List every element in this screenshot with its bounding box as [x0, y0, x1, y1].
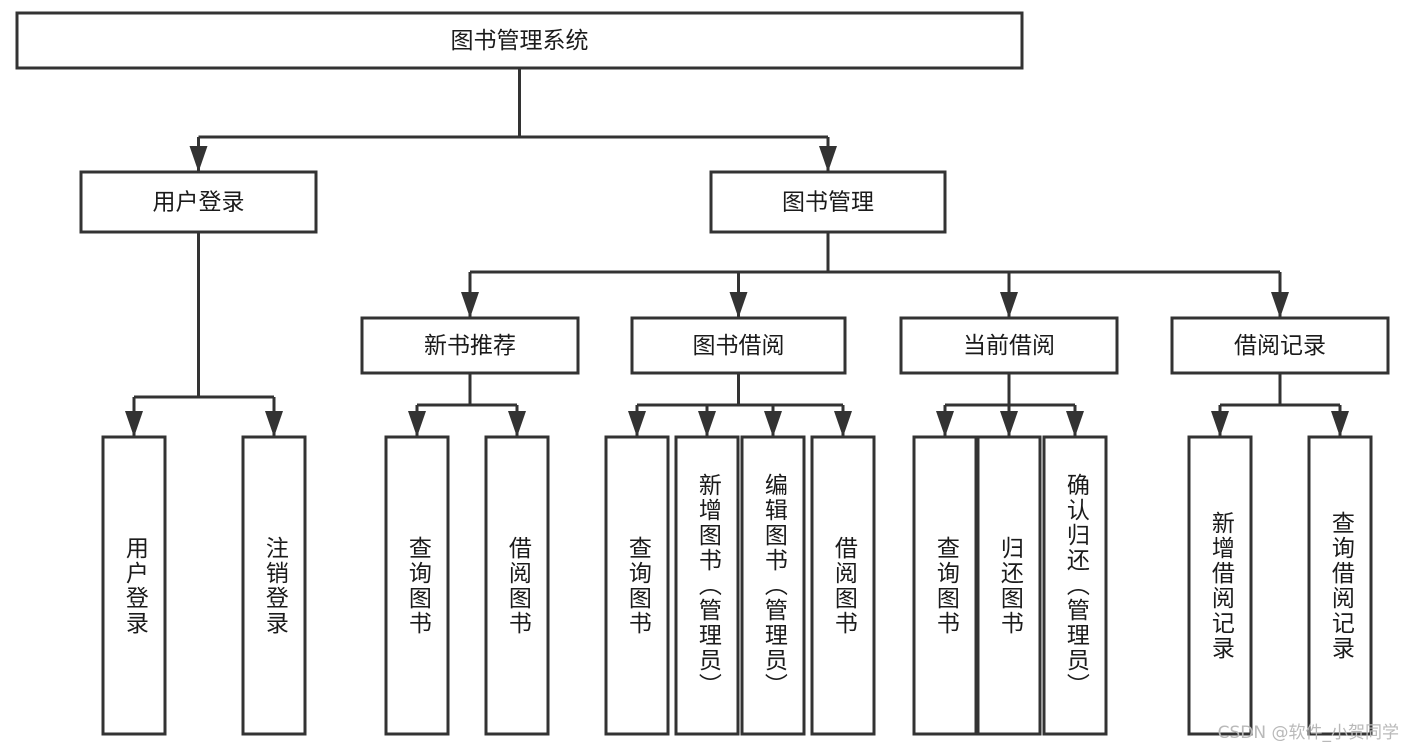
- level3-node-label: 新书推荐: [424, 333, 516, 359]
- level2-node-box[interactable]: [79, 170, 318, 234]
- edges-layer: [125, 68, 1349, 437]
- leaf-node-box[interactable]: [384, 435, 450, 736]
- arrow-head-icon: [764, 411, 782, 437]
- leaf-node-box[interactable]: [1187, 435, 1253, 736]
- arrow-head-icon: [698, 411, 716, 437]
- watermark-text: CSDN @软件_小贺同学: [1217, 723, 1399, 743]
- arrow-head-icon: [628, 411, 646, 437]
- level2-node-label: 用户登录: [153, 190, 245, 216]
- arrow-head-icon: [265, 411, 283, 437]
- arrow-head-icon: [819, 146, 837, 172]
- leaf-node-box[interactable]: [912, 435, 978, 736]
- level2-node-box[interactable]: [709, 170, 947, 234]
- level3-node-box[interactable]: [1170, 316, 1390, 375]
- level3-node-box[interactable]: [630, 316, 847, 375]
- arrow-head-icon: [1066, 411, 1084, 437]
- leaf-node-box[interactable]: [674, 435, 740, 736]
- leaf-node-box[interactable]: [241, 435, 307, 736]
- arrow-head-icon: [729, 292, 748, 318]
- boxes-layer: [15, 11, 1390, 736]
- leaf-node-box[interactable]: [976, 435, 1042, 736]
- arrow-head-icon: [461, 292, 479, 318]
- leaf-node-box[interactable]: [810, 435, 876, 736]
- level3-node-box[interactable]: [360, 316, 580, 375]
- arrow-head-icon: [1000, 411, 1018, 437]
- leaf-node-box[interactable]: [1307, 435, 1373, 736]
- level3-node-label: 当前借阅: [963, 333, 1055, 359]
- arrow-head-icon: [834, 411, 852, 437]
- arrow-head-icon: [1331, 411, 1349, 437]
- arrow-head-icon: [189, 146, 208, 172]
- arrow-head-icon: [1271, 292, 1289, 318]
- arrow-head-icon: [1211, 411, 1229, 437]
- leaf-node-box[interactable]: [101, 435, 167, 736]
- arrow-head-icon: [508, 411, 526, 437]
- level3-node-box[interactable]: [899, 316, 1119, 375]
- level3-node-label: 借阅记录: [1234, 333, 1326, 359]
- leaf-node-box[interactable]: [604, 435, 670, 736]
- arrow-head-icon: [936, 411, 954, 437]
- leaf-node-box[interactable]: [484, 435, 550, 736]
- level3-node-label: 图书借阅: [693, 333, 785, 359]
- arrow-head-icon: [1000, 292, 1018, 318]
- leaf-node-box[interactable]: [740, 435, 806, 736]
- level2-node-label: 图书管理: [782, 190, 874, 216]
- leaf-node-box[interactable]: [1042, 435, 1108, 736]
- root-node-box[interactable]: [15, 11, 1024, 70]
- root-node-label: 图书管理系统: [451, 28, 589, 54]
- arrow-head-icon: [125, 411, 143, 437]
- arrow-head-icon: [408, 411, 426, 437]
